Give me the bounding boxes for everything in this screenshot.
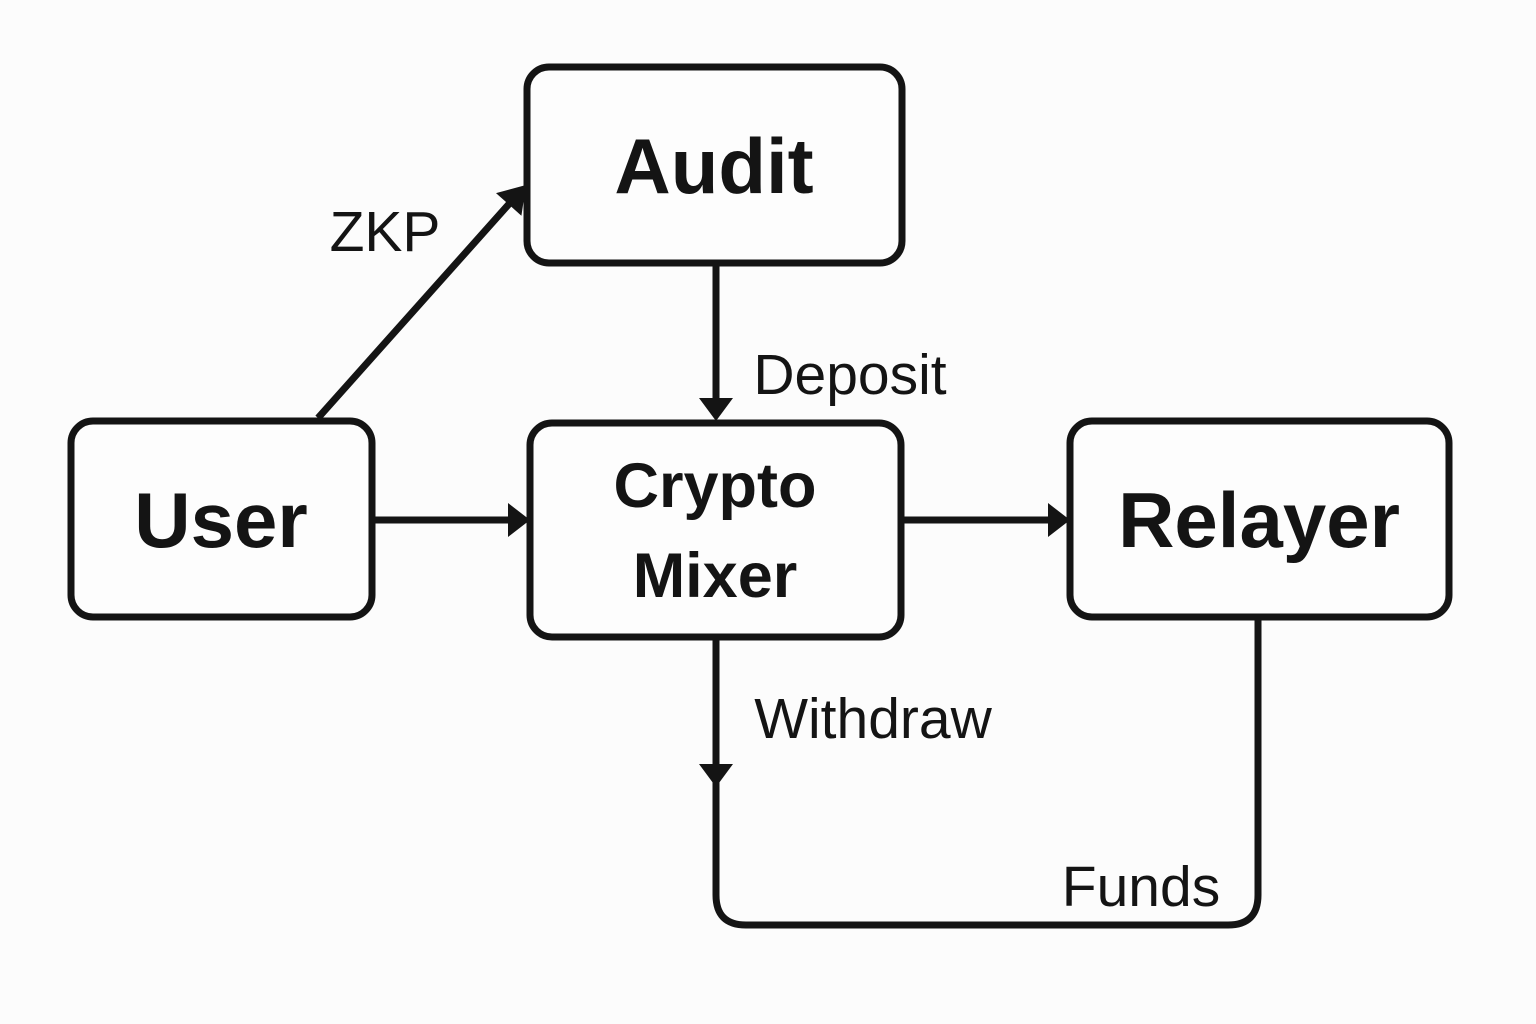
arrowhead-into-relayer-left [1048, 503, 1070, 537]
node-audit-label: Audit [614, 122, 813, 210]
node-relayer-box [1066, 417, 1453, 621]
arrowhead-into-mixer-left [508, 503, 530, 537]
arrowhead-into-mixer-top [699, 398, 733, 421]
arrowhead-into-audit [496, 185, 526, 216]
node-crypto-mixer-label-line1: Crypto [614, 451, 817, 521]
edge-mixer-bottom-loop-relayer: Withdraw Funds [699, 617, 1262, 929]
node-user: User [67, 417, 376, 621]
node-audit: Audit [523, 63, 906, 267]
edge-audit-to-mixer: Deposit [699, 264, 947, 421]
node-user-label: User [134, 476, 307, 564]
node-crypto-mixer: Crypto Mixer [526, 419, 905, 641]
node-relayer: Relayer [1066, 417, 1453, 621]
edge-label-deposit: Deposit [753, 343, 946, 407]
edge-user-to-mixer [372, 503, 530, 537]
edge-bottom-loop-path [712, 617, 1262, 929]
edge-label-withdraw: Withdraw [754, 687, 992, 751]
edge-user-to-audit-line [315, 201, 512, 421]
node-audit-box [523, 63, 906, 267]
node-user-box [67, 417, 376, 621]
edge-label-funds: Funds [1062, 855, 1220, 919]
edge-user-to-audit: ZKP [315, 185, 526, 421]
edge-label-zkp: ZKP [330, 200, 441, 264]
node-relayer-label: Relayer [1118, 476, 1400, 564]
node-crypto-mixer-box [526, 419, 905, 641]
edge-mixer-to-relayer [900, 503, 1070, 537]
arrowhead-withdraw-down [699, 764, 733, 787]
node-crypto-mixer-label-line2: Mixer [633, 541, 798, 611]
